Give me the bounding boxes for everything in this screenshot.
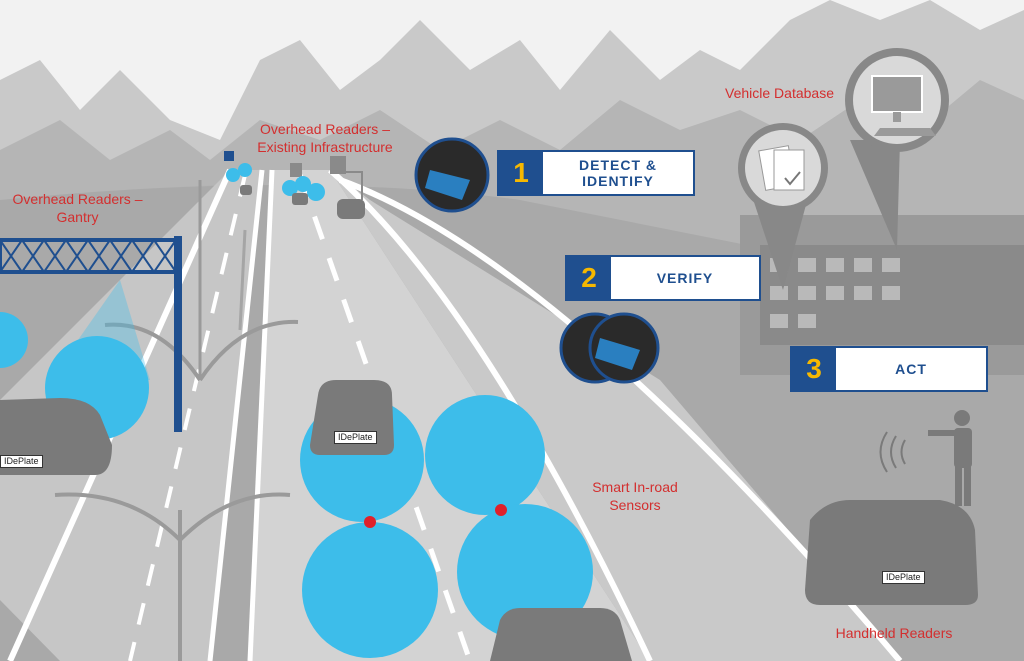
step-detect-identify: 1 DETECT & IDENTIFY (497, 150, 695, 196)
label-smart-sensors: Smart In-road Sensors (592, 479, 678, 513)
step-text: DETECT & IDENTIFY (543, 152, 693, 194)
step-text: VERIFY (611, 257, 759, 299)
computer-monitor-icon (871, 75, 936, 136)
step-number: 3 (806, 353, 822, 384)
step-number: 1 (513, 157, 529, 188)
license-plate: IDePlate (882, 571, 925, 584)
label-handheld-readers: Handheld Readers (835, 625, 953, 641)
right-car (805, 500, 978, 605)
license-plate: IDePlate (334, 431, 377, 444)
car-thumbnail-icon (414, 137, 660, 384)
label-overhead-existing-infrastructure: Overhead Readers – Existing Infrastructu… (257, 121, 393, 155)
step-text: ACT (836, 348, 986, 390)
label-overhead-gantry: Overhead Readers – Gantry (12, 191, 143, 225)
step-number: 2 (581, 262, 597, 293)
label-vehicle-database: Vehicle Database (725, 85, 834, 101)
step-verify: 2 VERIFY (565, 255, 761, 301)
gantry (0, 236, 182, 432)
document-check-icon (758, 145, 805, 191)
officer-icon (928, 410, 972, 506)
step-act: 3 ACT (790, 346, 988, 392)
road-right (330, 170, 900, 661)
signal-waves-icon (879, 431, 906, 473)
license-plate: IDePlate (0, 455, 43, 468)
